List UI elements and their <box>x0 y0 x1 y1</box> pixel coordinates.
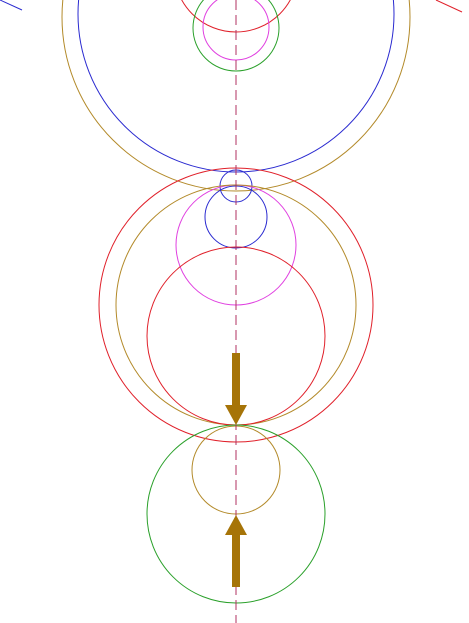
large-blue-circle <box>77 0 395 173</box>
up-arrow <box>225 515 247 587</box>
top-left-stray-line <box>0 0 23 11</box>
down-arrow <box>225 353 247 425</box>
large-olive-circle <box>61 0 411 192</box>
top-green-circle <box>192 0 280 72</box>
top-right-stray-line <box>435 0 463 13</box>
